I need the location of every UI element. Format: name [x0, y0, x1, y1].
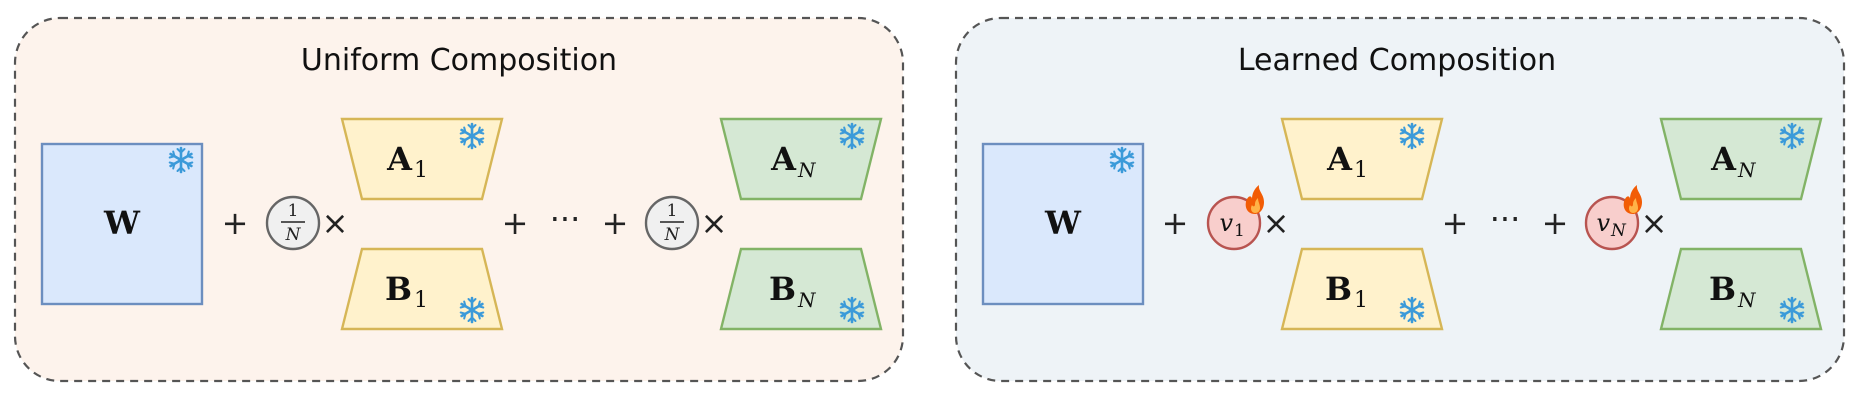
b1-label: B	[385, 270, 412, 308]
plus-operator: +	[222, 204, 249, 242]
learned-panel-title: Learned Composition	[1238, 43, 1556, 78]
plus-operator: +	[602, 204, 629, 242]
coefficient-subscript: N	[1610, 221, 1627, 241]
a1-subscript: 1	[1354, 158, 1368, 183]
w-matrix: W	[981, 142, 1145, 306]
b1-subscript: 1	[1354, 288, 1368, 313]
coefficient-numerator: 1	[667, 201, 678, 221]
times-operator: ×	[701, 204, 728, 242]
w-label: W	[103, 204, 141, 242]
ellipsis: ···	[1490, 200, 1521, 238]
a1-label: A	[1326, 140, 1353, 178]
bn-label: B	[1709, 270, 1736, 308]
coefficient-symbol: v	[1219, 209, 1233, 237]
bn-subscript: N	[1737, 288, 1757, 312]
coefficient-denominator: N	[285, 225, 302, 245]
w-matrix: W	[40, 142, 204, 306]
bn-label: B	[769, 270, 796, 308]
an-matrix: A N	[1659, 117, 1823, 201]
a1-subscript: 1	[414, 158, 428, 183]
coefficient-subscript: 1	[1234, 221, 1245, 241]
bn-subscript: N	[797, 288, 817, 312]
coefficient-numerator: 1	[288, 201, 299, 221]
b1-matrix: B 1	[340, 247, 504, 331]
coefficient-symbol: v	[1596, 209, 1610, 237]
a1-matrix: A 1	[340, 117, 504, 201]
plus-operator: +	[502, 204, 529, 242]
times-operator: ×	[1263, 204, 1290, 242]
bn-matrix: B N	[1659, 247, 1823, 331]
learned-panel: Learned Composition W + v 1 × A 1 B 1	[954, 16, 1846, 383]
b1-label: B	[1325, 270, 1352, 308]
b1-subscript: 1	[414, 288, 428, 313]
uniform-coefficient-last: 1 N	[644, 195, 700, 251]
an-label: A	[770, 140, 797, 178]
plus-operator: +	[1542, 204, 1569, 242]
an-label: A	[1710, 140, 1737, 178]
uniform-coefficient-first: 1 N	[265, 195, 321, 251]
learned-coefficient-last: v N	[1584, 185, 1642, 251]
coefficient-denominator: N	[664, 225, 681, 245]
a1-label: A	[386, 140, 413, 178]
an-matrix: A N	[719, 117, 883, 201]
uniform-panel: Uniform Composition W + 1 N × A 1 B 1	[13, 16, 905, 383]
bn-matrix: B N	[719, 247, 883, 331]
plus-operator: +	[1442, 204, 1469, 242]
ellipsis: ···	[550, 200, 581, 238]
plus-operator: +	[1162, 204, 1189, 242]
times-operator: ×	[1641, 204, 1668, 242]
b1-matrix: B 1	[1280, 247, 1444, 331]
times-operator: ×	[322, 204, 349, 242]
an-subscript: N	[1737, 158, 1757, 182]
a1-matrix: A 1	[1280, 117, 1444, 201]
uniform-panel-title: Uniform Composition	[301, 43, 617, 78]
an-subscript: N	[797, 158, 817, 182]
w-label: W	[1044, 204, 1082, 242]
learned-coefficient-first: v 1	[1206, 185, 1264, 251]
